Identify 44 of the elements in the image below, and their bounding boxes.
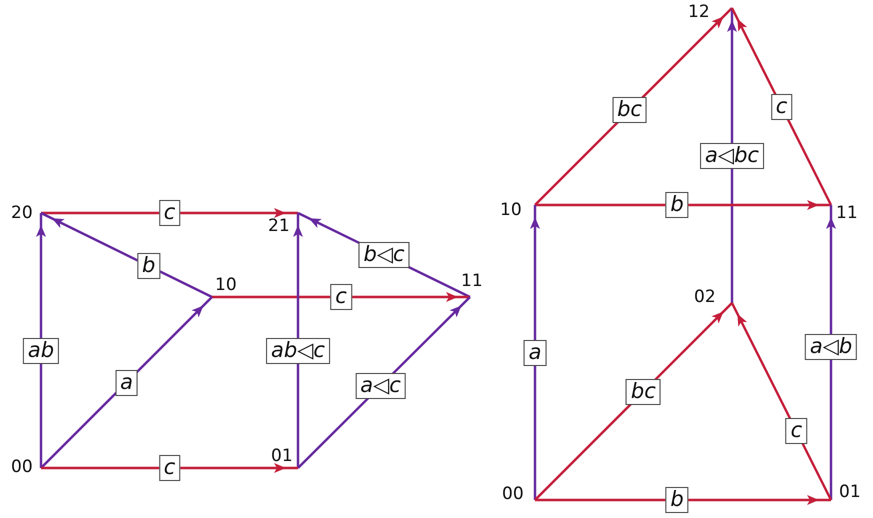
arrow xyxy=(730,6,832,206)
arrow xyxy=(40,212,214,298)
edge-label: a◁b xyxy=(804,334,858,360)
edge-label: b xyxy=(665,487,689,513)
edge-label: c xyxy=(770,94,792,120)
edge-label: c xyxy=(158,200,180,226)
vertex-label: 01 xyxy=(271,448,298,468)
vertex-label: 00 xyxy=(11,459,41,476)
edge-label: c xyxy=(786,418,808,444)
vertex-label: 11 xyxy=(461,273,483,297)
edge-label: ab◁c xyxy=(266,338,330,364)
arrow xyxy=(36,212,46,470)
vertex-label: 01 xyxy=(831,484,861,501)
edge-label: a xyxy=(115,370,138,396)
arrow xyxy=(534,200,832,210)
arrow xyxy=(534,495,832,505)
arrow xyxy=(40,463,300,473)
vertex-label: 11 xyxy=(831,205,858,222)
edge-label: b◁c xyxy=(358,242,410,268)
edge-label: ab xyxy=(22,338,60,364)
edge-label: c xyxy=(330,284,352,310)
edge-label: bc xyxy=(612,97,647,124)
arrow xyxy=(40,296,214,470)
vertex-label: 10 xyxy=(212,277,237,297)
arrow xyxy=(826,204,836,502)
vertex-label: 10 xyxy=(500,202,535,219)
vertex-label: 20 xyxy=(11,205,41,222)
edge-label: a xyxy=(524,340,546,366)
edge-label: bc xyxy=(626,378,661,405)
vertex-label: 00 xyxy=(502,486,535,503)
edge-label: c xyxy=(158,455,180,481)
arrow xyxy=(40,208,300,218)
arrow xyxy=(727,6,737,304)
arrow xyxy=(293,212,303,470)
edge-label: a◁bc xyxy=(700,142,764,168)
vertex-label: 02 xyxy=(694,289,732,306)
vertex-label: 21 xyxy=(268,213,298,235)
arrow xyxy=(730,302,832,502)
vertex-label: 12 xyxy=(688,4,732,21)
arrow xyxy=(210,292,472,302)
edge-label: b xyxy=(665,192,689,218)
edge-label: a◁c xyxy=(355,372,406,399)
edge-label: b xyxy=(137,252,160,279)
arrow xyxy=(530,204,540,502)
